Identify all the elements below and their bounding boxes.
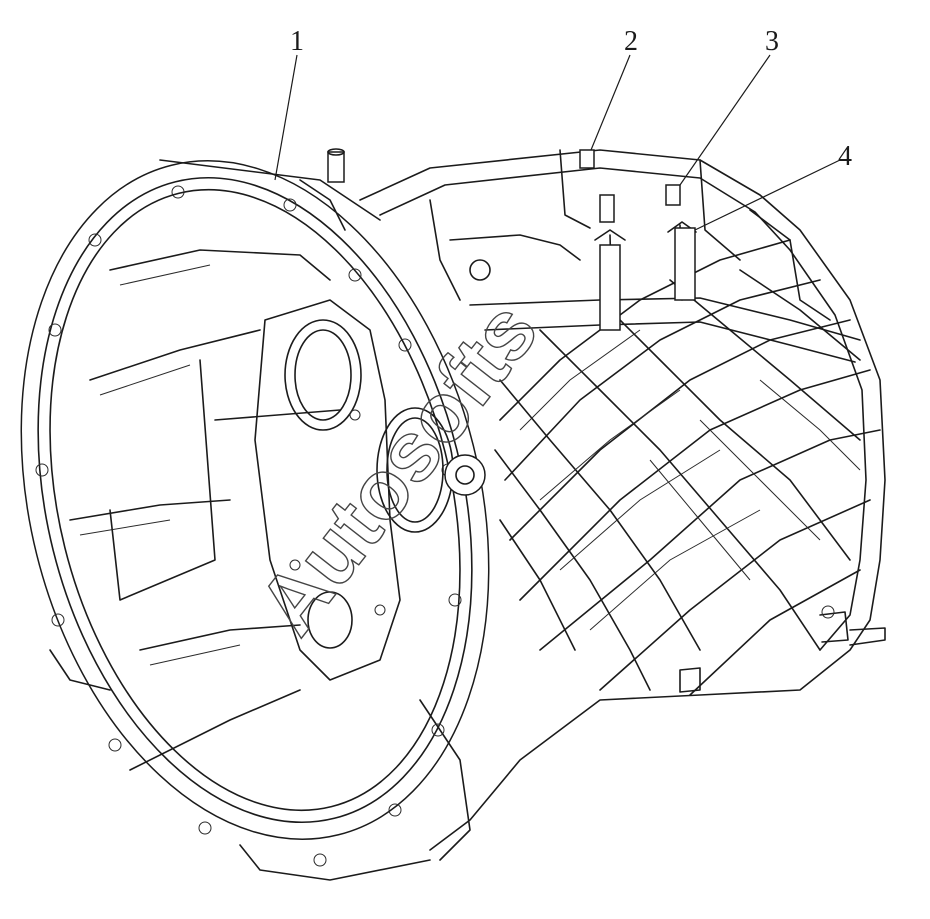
callout-2: 2 [624, 26, 638, 57]
mounting-feet [679, 605, 886, 693]
leader-lines [274, 54, 841, 231]
inner-bell-details [69, 249, 454, 771]
callout-1: 1 [290, 26, 304, 57]
rib-lattice [494, 239, 881, 696]
bosses-and-studs [327, 148, 696, 496]
bell-housing [20, 159, 490, 881]
callout-3: 3 [765, 26, 779, 57]
callout-4: 4 [838, 141, 852, 172]
